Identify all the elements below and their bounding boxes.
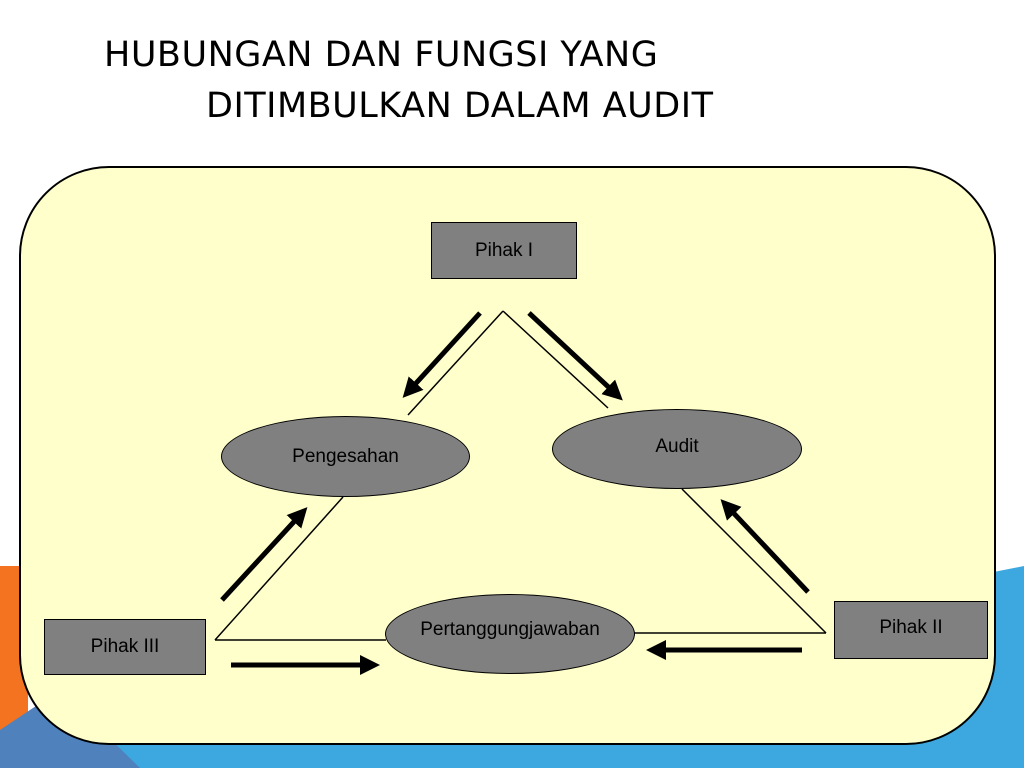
slide-title-line-1: HUBUNGAN DAN FUNGSI YANG bbox=[104, 35, 659, 75]
node-pertanggungjawaban: Pertanggungjawaban bbox=[385, 594, 635, 674]
node-pihak-1-label: Pihak I bbox=[474, 239, 534, 261]
connector-pihak1-audit bbox=[502, 310, 609, 409]
connector-pihak2-audit bbox=[681, 488, 827, 634]
node-pertanggungjawaban-label: Pertanggungjawaban bbox=[420, 619, 600, 640]
flow-arrow-pihak2-to-audit bbox=[720, 499, 810, 594]
node-pengesahan: Pengesahan bbox=[221, 416, 470, 497]
flow-arrow-pihak1-to-audit bbox=[527, 311, 623, 401]
node-pengesahan-label: Pengesahan bbox=[292, 445, 399, 467]
connector-pihak3-pengesahan bbox=[214, 496, 344, 641]
node-audit: Audit bbox=[552, 409, 802, 489]
slide-title: HUBUNGAN DAN FUNGSI YANG DITIMBULKAN DAL… bbox=[104, 30, 713, 132]
node-pihak-2: Pihak II bbox=[834, 601, 988, 659]
flow-arrow-pihak1-to-pengesahan bbox=[402, 311, 482, 398]
flow-arrow-pihak3-to-pengesahan bbox=[220, 507, 308, 602]
node-pihak-3: Pihak III bbox=[44, 619, 206, 675]
node-pihak-3-label: Pihak III bbox=[90, 636, 160, 657]
node-pihak-2-label: Pihak II bbox=[879, 617, 943, 638]
connector-pihak1-pengesahan bbox=[407, 310, 504, 416]
slide-title-line-2: DITIMBULKAN DALAM AUDIT bbox=[206, 86, 714, 126]
node-audit-label: Audit bbox=[655, 436, 699, 457]
node-pihak-1: Pihak I bbox=[431, 222, 577, 279]
